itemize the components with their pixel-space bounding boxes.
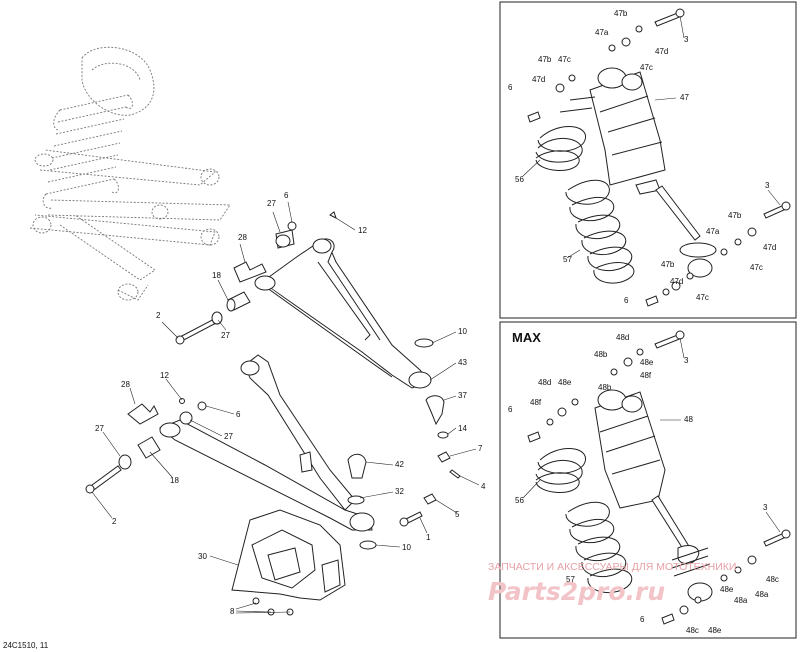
coil-spring-56 — [535, 125, 586, 171]
shock-absorber-standard — [559, 67, 717, 278]
callout-48e: 48e — [720, 585, 734, 594]
callout-47d: 47d — [655, 47, 668, 56]
callout-4: 4 — [481, 482, 486, 491]
callout-6: 6 — [236, 410, 241, 419]
coil-spring-57 — [565, 179, 635, 284]
shock-absorber-max — [594, 389, 713, 602]
callout-2-lower: 2 — [112, 517, 117, 526]
callout-47c: 47c — [640, 63, 653, 72]
callout-47d: 47d — [532, 75, 545, 84]
callout-3: 3 — [763, 503, 768, 512]
callout-57: 57 — [566, 575, 575, 584]
callout-18: 18 — [170, 476, 179, 485]
callout-48f: 48f — [640, 371, 652, 380]
skid-plate — [231, 509, 346, 601]
watermark-tagline: ЗАПЧАСТИ И АКСЕССУАРЫ ДЛЯ МОТОТЕХНИКИ — [488, 561, 736, 573]
callout-48b: 48b — [598, 383, 612, 392]
callout-1: 1 — [426, 533, 431, 542]
callout-30: 30 — [198, 552, 207, 561]
callout-6: 6 — [640, 615, 645, 624]
callout-12: 12 — [160, 371, 169, 380]
callout-10: 10 — [402, 543, 411, 552]
callout-47a: 47a — [706, 227, 720, 236]
callout-47b: 47b — [728, 211, 742, 220]
callout-27: 27 — [267, 199, 276, 208]
callout-43: 43 — [458, 358, 467, 367]
upper-a-arm — [254, 238, 432, 389]
callout-7: 7 — [478, 444, 483, 453]
callout-47d: 47d — [670, 277, 683, 286]
callout-27: 27 — [95, 424, 104, 433]
max-title: MAX — [512, 330, 541, 345]
callout-48e: 48e — [708, 626, 722, 635]
callout-3: 3 — [684, 35, 689, 44]
callout-56: 56 — [515, 175, 524, 184]
assembly-overview — [29, 46, 231, 301]
overview-coil-spring — [42, 94, 133, 209]
callout-32: 32 — [395, 487, 404, 496]
leader-lines — [91, 15, 781, 614]
callout-2-upper: 2 — [156, 311, 161, 320]
callout-57: 57 — [563, 255, 572, 264]
callout-56: 56 — [515, 496, 524, 505]
shock-hardware-max — [527, 330, 791, 625]
callout-48f: 48f — [530, 398, 542, 407]
shock-hardware-standard — [527, 8, 791, 307]
callout-48c: 48c — [766, 575, 779, 584]
callout-6: 6 — [508, 405, 513, 414]
callout-27: 27 — [221, 331, 230, 340]
watermark-logo: Parts2pro.ru — [488, 577, 665, 606]
callout-48b: 48b — [594, 350, 608, 359]
callout-48: 48 — [684, 415, 693, 424]
callout-48d: 48d — [616, 333, 629, 342]
callout-28: 28 — [121, 380, 130, 389]
callout-6: 6 — [624, 296, 629, 305]
callout-8: 8 — [230, 607, 235, 616]
callout-47b: 47b — [661, 260, 675, 269]
callout-47: 47 — [680, 93, 689, 102]
coil-spring-56-max — [535, 447, 586, 493]
callout-48c: 48c — [686, 626, 699, 635]
drawing-reference: 24C1510, 11 — [3, 641, 49, 650]
callout-48e: 48e — [558, 378, 572, 387]
callout-6: 6 — [284, 191, 289, 200]
part-callouts: 2 27 18 28 27 6 12 10 43 37 14 7 4 5 1 3… — [3, 9, 779, 650]
callout-6: 6 — [508, 83, 513, 92]
shock-panel-standard — [499, 1, 797, 319]
shock-panel-max — [499, 321, 797, 639]
callout-48a: 48a — [734, 596, 748, 605]
callout-37: 37 — [458, 391, 467, 400]
callout-47a: 47a — [595, 28, 609, 37]
callout-47b: 47b — [538, 55, 552, 64]
callout-27: 27 — [224, 432, 233, 441]
callout-12: 12 — [358, 226, 367, 235]
callout-47c: 47c — [696, 293, 709, 302]
callout-48e: 48e — [640, 358, 654, 367]
callout-5: 5 — [455, 510, 460, 519]
callout-42: 42 — [395, 460, 404, 469]
callout-47b: 47b — [614, 9, 628, 18]
watermark: ЗАПЧАСТИ И АКСЕССУАРЫ ДЛЯ МОТОТЕХНИКИ Pa… — [488, 561, 736, 606]
callout-47d: 47d — [763, 243, 776, 252]
callout-14: 14 — [458, 424, 467, 433]
hardware-parts — [85, 211, 461, 616]
callout-3: 3 — [765, 181, 770, 190]
callout-18: 18 — [212, 271, 221, 280]
callout-10: 10 — [458, 327, 467, 336]
callout-3: 3 — [684, 356, 689, 365]
coil-spring-57-max — [565, 501, 633, 594]
callout-28: 28 — [238, 233, 247, 242]
callout-47c: 47c — [558, 55, 571, 64]
callout-47c: 47c — [750, 263, 763, 272]
callout-48a: 48a — [755, 590, 769, 599]
lower-a-arm — [159, 354, 375, 532]
callout-48d: 48d — [538, 378, 551, 387]
